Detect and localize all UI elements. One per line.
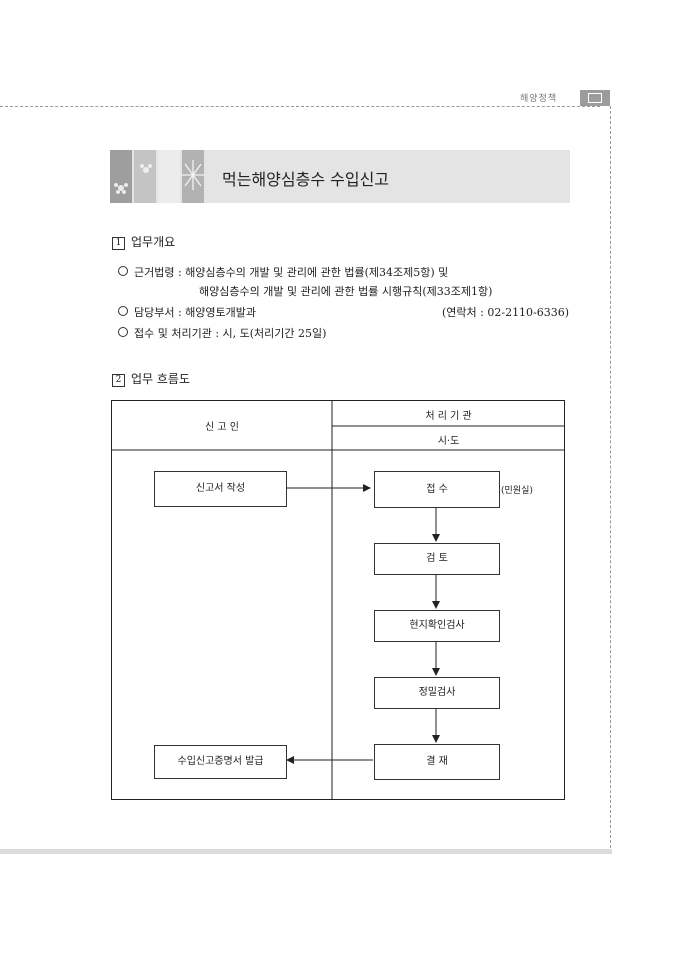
item-text: 해양영토개발과 xyxy=(185,306,257,319)
star-icon xyxy=(182,160,204,190)
page-title: 먹는해양심층수 수입신고 xyxy=(222,170,390,189)
step-issue-certificate: 수입신고증명서 발급 xyxy=(154,745,287,779)
item-label: 담당부서 xyxy=(134,306,175,319)
bullet-circle-icon xyxy=(118,306,128,316)
flower-icon xyxy=(114,183,128,194)
list-item: 근거법령 : 해양심층수의 개발 및 관리에 관한 법률(제34조제5항) 및 xyxy=(118,264,448,280)
section-number: 2 xyxy=(112,374,125,387)
list-item-continuation: 해양심층수의 개발 및 관리에 관한 법률 시행규칙(제33조제1항) xyxy=(199,283,492,299)
section-title: 업무개요 xyxy=(131,235,176,249)
item-text: 해양심층수의 개발 및 관리에 관한 법률(제34조제5항) 및 xyxy=(185,266,449,279)
bottom-band xyxy=(0,849,612,854)
step-detailed-inspection: 정밀검사 xyxy=(374,677,500,709)
item-text: 해양심층수의 개발 및 관리에 관한 법률 시행규칙(제33조제1항) xyxy=(199,285,493,298)
step-receive: 접 수 xyxy=(374,471,500,508)
col-subheader-province: 시·도 xyxy=(437,436,460,447)
item-text: 접수 및 처리기관 : 시, 도(처리기간 25일) xyxy=(134,327,327,340)
step-review: 검 토 xyxy=(374,543,500,575)
col-header-agency: 처 리 기 관 xyxy=(425,411,472,422)
section-1-heading: 1 업무개요 xyxy=(112,233,175,250)
top-dashed-rule xyxy=(0,106,600,107)
banner-tile xyxy=(134,150,156,203)
workflow-diagram: 신 고 인 처 리 기 관 시·도 신고서 작성 수입신고증명서 발급 접 수 … xyxy=(110,399,565,800)
step-approval: 결 재 xyxy=(374,744,500,780)
flower-icon xyxy=(140,164,152,173)
bullet-circle-icon xyxy=(118,266,128,276)
note-civil-office: (민원실) xyxy=(501,486,533,496)
running-header-label: 해양정책 xyxy=(520,94,558,104)
right-dashed-rule xyxy=(610,106,611,848)
contact-info: (연락처 : 02-2110-6336) xyxy=(442,306,570,319)
section-title: 업무 흐름도 xyxy=(131,372,191,386)
banner-tile xyxy=(158,150,180,203)
banner-tile xyxy=(110,150,132,203)
flow-lines xyxy=(110,399,565,800)
item-label: 근거법령 xyxy=(134,266,175,279)
step-field-inspection: 현지확인검사 xyxy=(374,610,500,642)
list-item: 담당부서 : 해양영토개발과 xyxy=(118,304,256,320)
banner-tile xyxy=(182,150,204,203)
list-item: 접수 및 처리기관 : 시, 도(처리기간 25일) xyxy=(118,325,326,341)
title-banner xyxy=(110,150,570,203)
page-marker-box xyxy=(580,90,610,106)
col-header-applicant: 신 고 인 xyxy=(205,422,239,433)
section-2-heading: 2 업무 흐름도 xyxy=(112,370,190,387)
bullet-circle-icon xyxy=(118,327,128,337)
step-write-report: 신고서 작성 xyxy=(154,471,287,507)
square-icon xyxy=(588,93,602,103)
section-number: 1 xyxy=(112,237,125,250)
